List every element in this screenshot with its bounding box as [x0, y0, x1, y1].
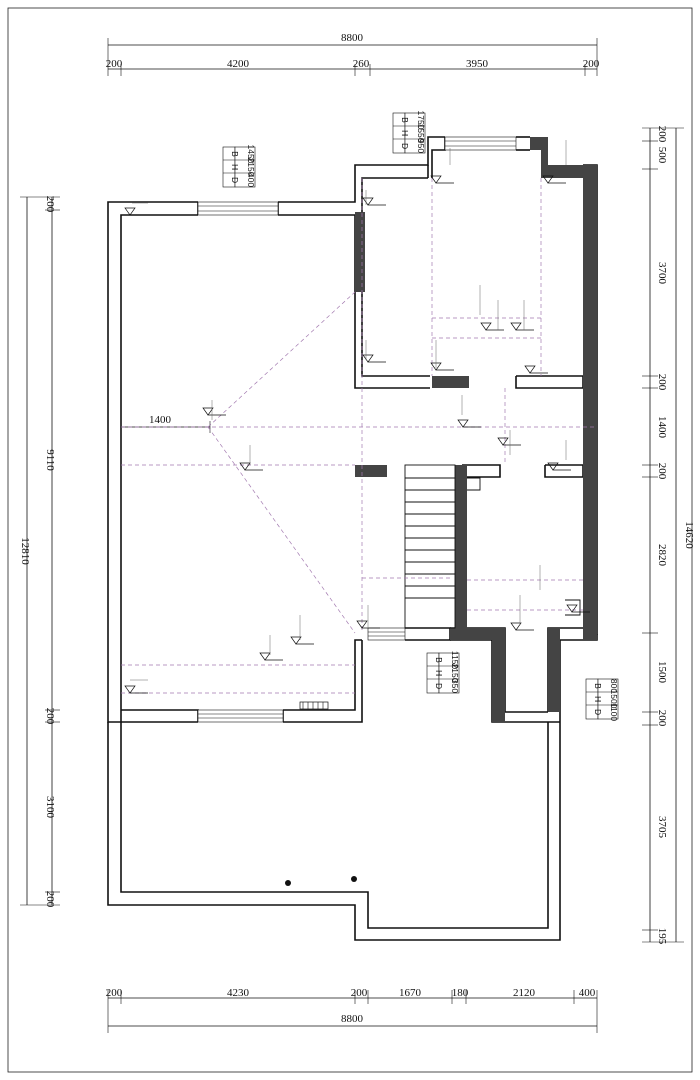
left-dim-1: 200	[44, 196, 56, 213]
bottom-total-dim: 8800	[341, 1013, 364, 1025]
schedule-2-key-h: H	[400, 130, 410, 136]
bottom-dim-6: 2120	[513, 987, 536, 999]
schedule-1-val-b: 1450	[246, 145, 256, 164]
schedule-1-val-d: 400	[246, 173, 256, 187]
bottom-dim-1: 200	[106, 987, 123, 999]
bottom-dim-7: 400	[579, 987, 596, 999]
bottom-dim-2: 4230	[227, 987, 250, 999]
solid-wall-fills	[355, 137, 597, 722]
drain-dot	[285, 880, 291, 886]
schedule-3-key-d: D	[434, 683, 444, 689]
left-total-dim: 12810	[19, 537, 31, 565]
fixtures	[285, 599, 581, 886]
bottom-dimension-chain: 200 4230 200 1670 180 2120 400 8800	[106, 987, 598, 1033]
staircase	[404, 464, 481, 629]
right-dim-4: 200	[656, 374, 668, 391]
right-dim-2: 500	[656, 147, 668, 164]
schedule-4-val-h: 1500	[609, 690, 619, 709]
schedule-4-val-b: 800	[609, 679, 619, 693]
top-dim-1: 200	[106, 58, 123, 70]
schedule-4-val-d: 1100	[609, 703, 619, 722]
exterior-walls	[107, 136, 598, 941]
schedule-3-key-b: B	[434, 657, 444, 663]
right-dim-1: 200	[656, 126, 668, 143]
right-dim-11: 195	[656, 928, 668, 945]
top-dimension-chain: 8800 200 4200 260 3950 200	[106, 32, 600, 76]
schedule-4-key-b: B	[593, 683, 603, 689]
window-schedule-1: B 1450 H 2150 D 400	[222, 145, 256, 187]
drain-dot	[351, 876, 357, 882]
right-dim-5: 1400	[656, 416, 668, 439]
left-dimension-chain: 12810 200 9110 200 3100 200	[19, 196, 60, 908]
annotation-marks	[130, 140, 567, 681]
schedule-2-key-b: B	[400, 117, 410, 123]
elevation-markers	[124, 175, 590, 694]
sheet-border	[7, 7, 693, 1073]
schedule-2-val-h: 1550	[416, 124, 426, 143]
left-dim-3: 200	[44, 708, 56, 725]
schedule-2-val-d: 950	[416, 139, 426, 153]
right-dim-9: 200	[656, 710, 668, 727]
window-schedule-4: B 800 H 1500 D 1100	[585, 678, 619, 722]
right-dim-8: 1500	[656, 661, 668, 684]
inner-dimension: 1400	[120, 414, 211, 433]
schedule-3-val-h: 2150	[450, 664, 460, 683]
window-schedule-3: B 1150 H 2150 D 350	[426, 651, 460, 693]
schedule-4-key-d: D	[593, 709, 603, 715]
schedule-4-key-h: H	[593, 696, 603, 702]
schedule-1-key-h: H	[230, 164, 240, 170]
schedule-1-key-d: D	[230, 177, 240, 183]
top-dim-2: 4200	[227, 58, 250, 70]
right-dimension-chain: 200 500 3700 200 1400 200 2820 1500 200 …	[642, 126, 695, 945]
schedule-3-val-b: 1150	[450, 651, 460, 670]
right-total-dim: 14620	[683, 521, 695, 549]
schedule-1-key-b: B	[230, 151, 240, 157]
windows	[197, 136, 517, 723]
window-schedule-2: B 1750 H 1550 D 950	[392, 111, 426, 153]
top-dim-3: 260	[353, 58, 370, 70]
top-dim-4: 3950	[466, 58, 489, 70]
inner-dim-label: 1400	[149, 414, 172, 426]
reference-lines	[121, 178, 597, 694]
bottom-dim-4: 1670	[399, 987, 422, 999]
schedule-3-key-h: H	[434, 670, 444, 676]
left-dim-2: 9110	[44, 449, 56, 471]
schedule-3-val-d: 350	[450, 679, 460, 693]
bottom-dim-5: 180	[452, 987, 469, 999]
left-dim-4: 3100	[44, 796, 56, 819]
bottom-dim-3: 200	[351, 987, 368, 999]
top-dim-5: 200	[583, 58, 600, 70]
schedule-2-key-d: D	[400, 143, 410, 149]
right-dim-10: 3705	[656, 816, 668, 839]
right-dim-6: 200	[656, 463, 668, 480]
left-dim-5: 200	[44, 891, 56, 908]
schedule-1-val-h: 2150	[246, 158, 256, 177]
right-dim-3: 3700	[656, 262, 668, 285]
right-dim-7: 2820	[656, 544, 668, 567]
top-total-dim: 8800	[341, 32, 364, 44]
schedule-2-val-b: 1750	[416, 111, 426, 130]
